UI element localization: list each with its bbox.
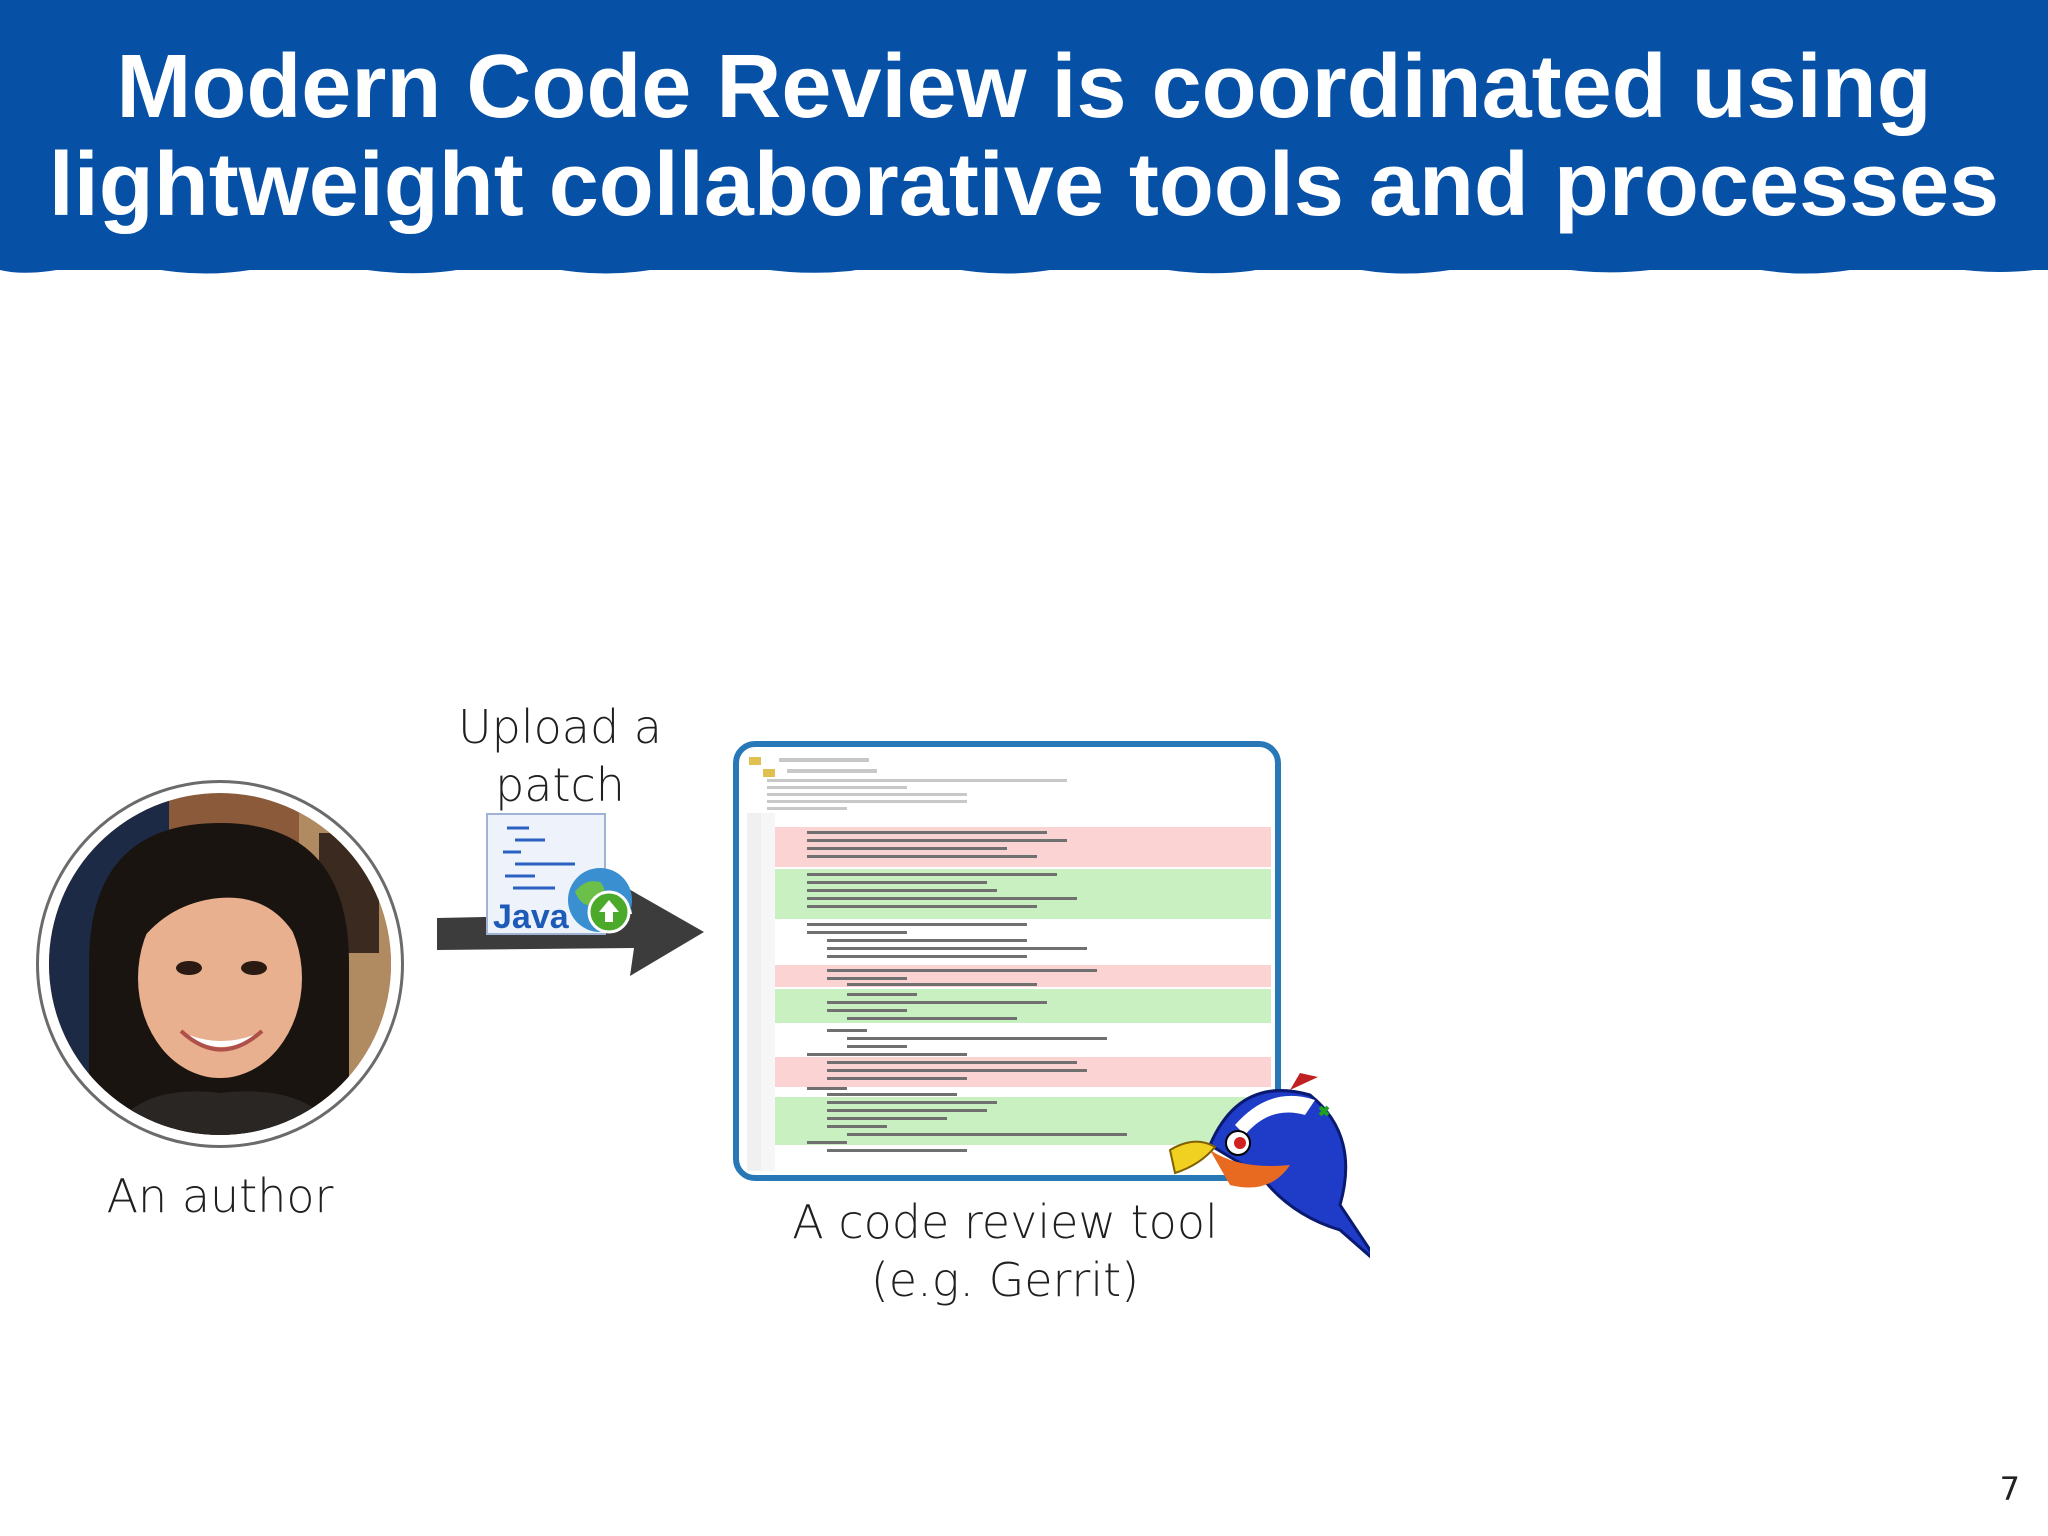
tool-caption-line-1: A code review tool — [792, 1195, 1218, 1249]
tool-caption: A code review tool (e.g. Gerrit) — [770, 1193, 1240, 1309]
upload-caption-line-2: patch — [495, 758, 625, 812]
title-line-1: Modern Code Review is coordinated using — [116, 37, 1932, 137]
gerrit-bird-icon — [1168, 1073, 1370, 1259]
diff-view — [747, 755, 1271, 1171]
banner-torn-edge — [0, 258, 2048, 274]
title-line-2: lightweight collaborative tools and proc… — [48, 135, 2000, 235]
slide-title: Modern Code Review is coordinated using … — [0, 38, 2048, 234]
title-banner — [0, 0, 2048, 270]
author-avatar — [36, 780, 404, 1148]
java-patch-icon: Java — [486, 813, 632, 936]
java-icon-text: Java — [493, 898, 570, 936]
upload-caption: Upload a patch — [430, 698, 690, 814]
page-number: 7 — [1999, 1470, 2020, 1508]
upload-caption-line-1: Upload a — [458, 700, 662, 754]
author-caption: An author — [106, 1169, 334, 1223]
author-photo — [49, 793, 391, 1135]
tool-caption-line-2: (e.g. Gerrit) — [870, 1253, 1140, 1307]
code-review-tool-screenshot — [733, 741, 1281, 1181]
